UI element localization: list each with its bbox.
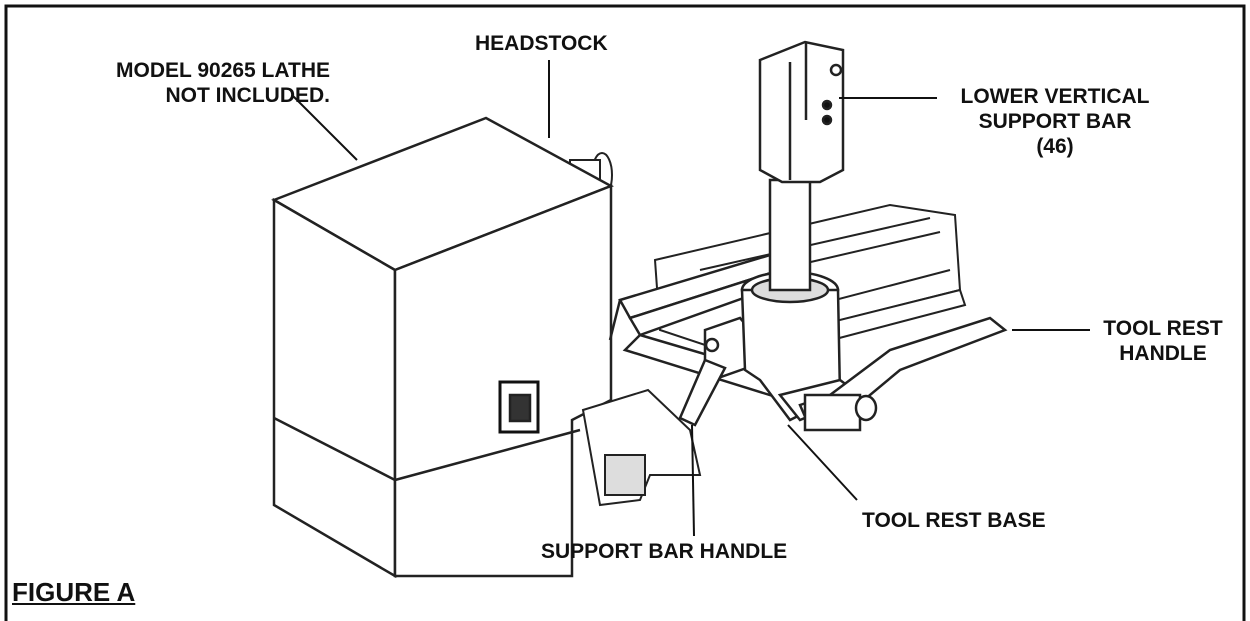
model-note-label: MODEL 90265 LATHE NOT INCLUDED. (40, 58, 330, 108)
lower-vertical-line3: (46) (1036, 135, 1074, 158)
tool-rest-handle-line2: HANDLE (1119, 342, 1207, 365)
tool-rest-handle-label: TOOL REST HANDLE (1088, 316, 1238, 366)
tool-rest-handle (798, 316, 1008, 432)
lower-vertical-support-bar (758, 40, 845, 292)
headstock-box (271, 116, 614, 579)
bed-carriage (581, 388, 702, 507)
support-bar-handle-label: SUPPORT BAR HANDLE (541, 540, 788, 563)
lower-vertical-support-bar-label: LOWER VERTICAL SUPPORT BAR (46) (930, 84, 1180, 159)
lower-vertical-line2: SUPPORT BAR (978, 110, 1132, 133)
model-note-line1: MODEL 90265 LATHE (116, 59, 330, 82)
tool-rest-handle-line1: TOOL REST (1103, 317, 1223, 340)
lower-vertical-line1: LOWER VERTICAL (960, 85, 1150, 108)
model-note-line2: NOT INCLUDED. (165, 84, 331, 107)
figure-border (4, 4, 1246, 621)
figure-caption: FIGURE A (12, 577, 136, 607)
leader-lines (292, 60, 1090, 537)
tool-rest-base-label: TOOL REST BASE (862, 509, 1046, 532)
headstock-label: HEADSTOCK (475, 32, 608, 55)
support-bar-handle-lever (678, 358, 727, 427)
